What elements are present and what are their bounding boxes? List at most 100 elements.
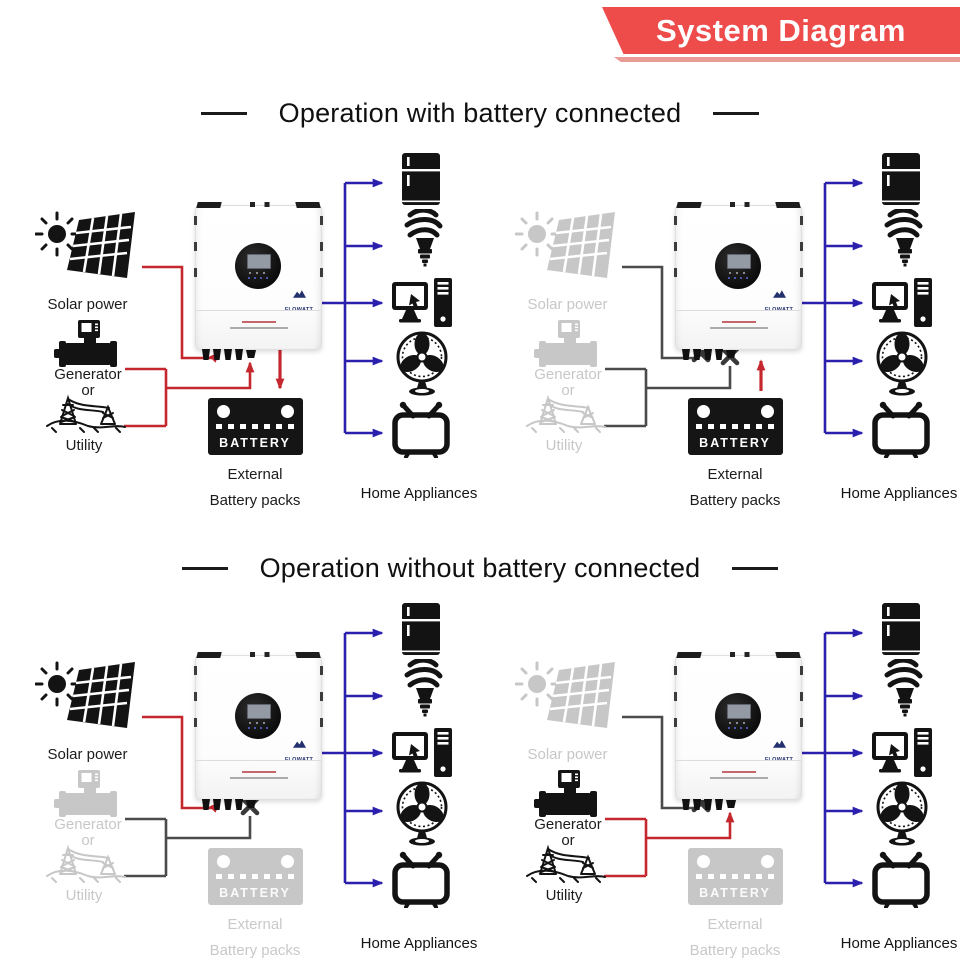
banner-shadow [614, 57, 960, 62]
wiring-lines [604, 178, 864, 438]
generator-label: Generator [534, 816, 602, 833]
battery-terminal-right [760, 855, 774, 868]
home-appliances-label: Home Appliances [840, 935, 958, 952]
external-label: External [227, 916, 283, 933]
diagram-solar-only-no-battery: Solar power [0, 600, 480, 960]
battery: BATTERY [207, 398, 303, 455]
solar-power-source: Solar power [34, 208, 140, 313]
battery-dash-stripe [695, 424, 775, 429]
inverter-to-appliances-lines [800, 628, 864, 888]
inverter-to-appliances-lines [320, 178, 384, 438]
flowatt-logo-icon [292, 290, 306, 298]
title-banner: System Diagram [602, 7, 960, 54]
inverter-to-appliances-lines [800, 178, 864, 438]
computer-icon [392, 728, 452, 785]
solar-power-label: Solar power [47, 296, 128, 313]
battery-terminal-left [696, 855, 710, 868]
utility-label: Utility [65, 437, 103, 454]
flowatt-logo: FLOWATT [282, 290, 316, 316]
flowatt-logo-icon [292, 740, 306, 748]
inverter-mount-bracket [678, 652, 799, 657]
refrigerator-icon [878, 153, 924, 213]
battery-dash-stripe [215, 424, 295, 429]
inverter-buttons [248, 727, 268, 729]
utility-label: Utility [65, 887, 103, 904]
flowatt-logo: FLOWATT [762, 290, 796, 316]
battery-dash-stripe [695, 874, 775, 879]
battery-terminal-left [696, 405, 710, 418]
title-dash-right [713, 111, 760, 115]
inverter-display [235, 693, 281, 739]
utility-label: Utility [545, 887, 583, 904]
inverter-terminals [202, 799, 256, 810]
inverter-display [235, 243, 281, 289]
generator-label: Generator [54, 816, 122, 833]
inverter-lcd-screen [247, 704, 271, 719]
utility-source: Utility [526, 393, 606, 454]
battery-terminal-right [280, 855, 294, 868]
inverter-spec-text [709, 327, 768, 329]
inverter-panel-seam [196, 760, 321, 761]
external-label: External [227, 466, 283, 483]
inverter-panel-seam [676, 310, 801, 311]
generator-or-label: or [81, 832, 95, 849]
tv-icon [872, 400, 930, 463]
inverter-unit: FLOWATT [674, 202, 803, 360]
title-dash-left [200, 111, 247, 115]
utility-source: Utility [46, 843, 126, 904]
solar-to-inverter-line-inactive [622, 715, 694, 810]
inverter-buttons [728, 277, 748, 279]
inverter-heatsink-right [320, 666, 323, 738]
battery-group: BATTERY External Battery packs [185, 848, 325, 959]
cfl-lamp-icon [397, 207, 447, 272]
inverter-terminals [682, 349, 736, 360]
home-appliances-label: Home Appliances [840, 485, 958, 502]
generator-icon [532, 770, 597, 817]
battery-label: BATTERY [219, 436, 291, 450]
refrigerator-icon [398, 603, 444, 663]
title-dash-right [732, 566, 779, 570]
battery-group: BATTERY External Battery packs [665, 398, 805, 509]
inverter-status-leds [249, 722, 267, 724]
battery-group: BATTERY External Battery packs [185, 398, 325, 509]
grid-to-inverter-line-inactive [604, 366, 732, 428]
diagram-slot-1: Solar power [0, 150, 480, 550]
generator-icon [52, 320, 117, 367]
tv-icon [392, 400, 450, 463]
generator-or-label: or [561, 832, 575, 849]
inverter-mount-bracket [198, 202, 319, 207]
fan-icon [394, 781, 452, 852]
inverter-lcd-screen [727, 704, 751, 719]
solar-power-label: Solar power [527, 296, 608, 313]
generator-or-label: or [561, 382, 575, 399]
inverter-unit: FLOWATT [194, 652, 323, 810]
inverter-display [715, 243, 761, 289]
inverter-heatsink-right [800, 216, 803, 288]
flowatt-logo: FLOWATT [762, 740, 796, 766]
inverter-panel-seam [676, 760, 801, 761]
generator-source: Generator or [52, 770, 122, 849]
generator-source: Generator or [532, 320, 602, 399]
inverter-status-leds [729, 272, 747, 274]
utility-pylon-icon [46, 394, 126, 433]
inverter-heatsink-right [320, 216, 323, 288]
sun-and-solar-panel-icon [514, 661, 615, 728]
solar-power-source: Solar power [34, 658, 140, 763]
inverter-unit: FLOWATT [674, 652, 803, 810]
inverter-buttons [248, 277, 268, 279]
inverter-terminals [682, 799, 736, 810]
diagram-solar-grid-charging-battery: Solar power [0, 150, 480, 550]
cfl-lamp-icon [877, 657, 927, 722]
tv-icon [392, 850, 450, 913]
tv-icon [872, 850, 930, 913]
flowatt-logo: FLOWATT [282, 740, 316, 766]
battery-dash-stripe [215, 874, 295, 879]
generator-source: Generator or [532, 770, 602, 849]
inverter-buttons [728, 727, 748, 729]
diagram-battery-backup: Solar power [480, 150, 960, 550]
battery-packs-label: Battery packs [209, 942, 301, 959]
flowatt-logo-icon [772, 740, 786, 748]
inverter-display [715, 693, 761, 739]
section-1-title-text: Operation with battery connected [278, 97, 682, 128]
